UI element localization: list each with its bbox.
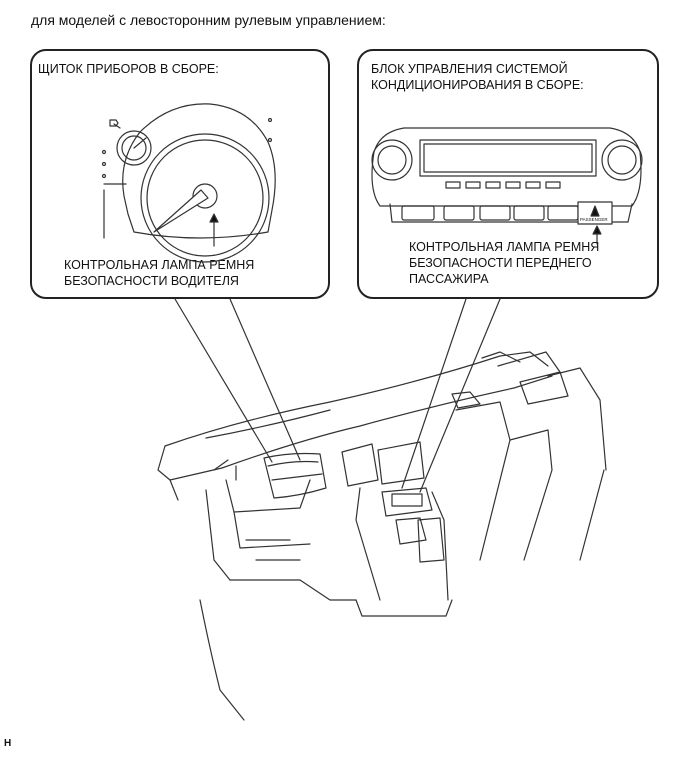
leader-lines [174, 298, 501, 493]
ac-control-title: БЛОК УПРАВЛЕНИЯ СИСТЕМОЙ КОНДИЦИОНИРОВАН… [371, 62, 584, 92]
page-caption: для моделей с левосторонним рулевым упра… [31, 12, 386, 28]
instrument-cluster-callout: ЩИТОК ПРИБОРОВ В СБОРЕ: КОНТРОЛЬНАЯ ЛАМП… [30, 49, 330, 299]
figure-code: H [4, 738, 12, 749]
ac-control-callout: БЛОК УПРАВЛЕНИЯ СИСТЕМОЙ КОНДИЦИОНИРОВАН… [357, 49, 659, 299]
instrument-cluster-drawing [101, 103, 276, 263]
ac-control-drawing [371, 127, 643, 245]
instrument-cluster-title: ЩИТОК ПРИБОРОВ В СБОРЕ: [38, 62, 219, 76]
passenger-seatbelt-lamp-label: КОНТРОЛЬНАЯ ЛАМПА РЕМНЯ БЕЗОПАСНОСТИ ПЕР… [409, 240, 600, 286]
passenger-indicator-text: PASSENGER [580, 217, 608, 222]
dashboard-drawing [157, 351, 607, 721]
